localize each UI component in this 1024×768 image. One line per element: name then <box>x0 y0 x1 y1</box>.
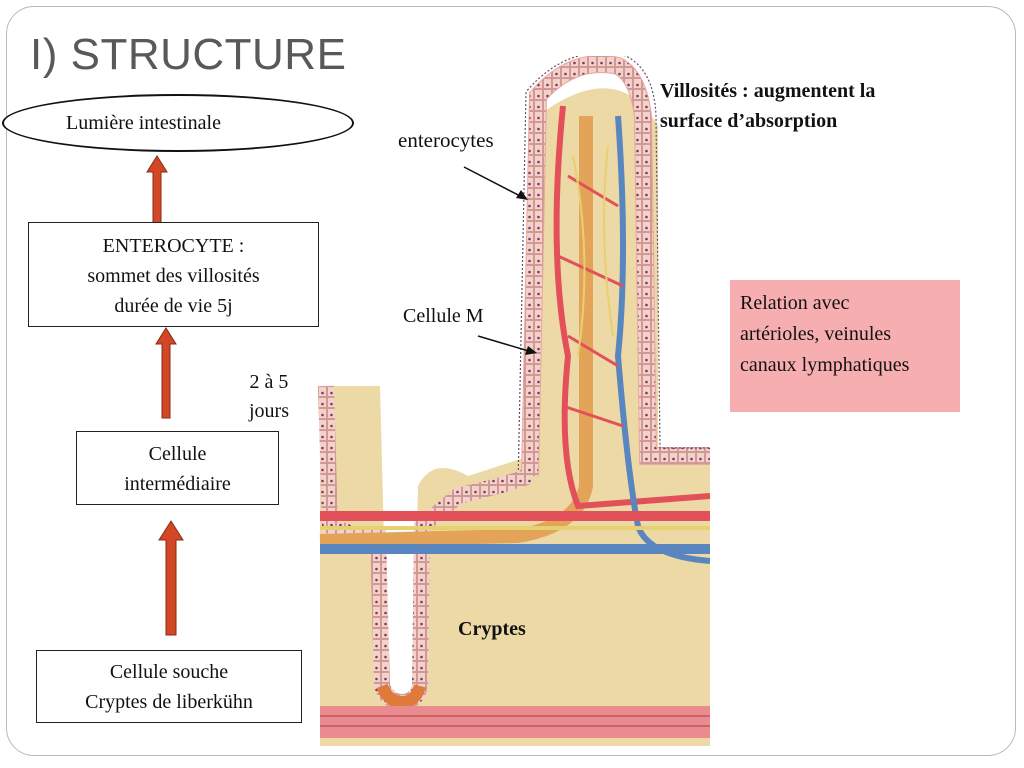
enterocytes-pointer <box>463 166 525 199</box>
villus-illustration <box>318 56 711 746</box>
villosites-line-1: Villosités : augmentent la <box>660 80 876 102</box>
brush-border <box>517 56 710 487</box>
submucosal-nerve <box>320 526 710 530</box>
enterocyte-location: sommet des villosités <box>87 265 260 287</box>
submucosal-artery <box>320 511 710 521</box>
lumen-label: Lumière intestinale <box>66 112 221 134</box>
intermediate-cell-box: Cellule intermédiaire <box>76 431 279 505</box>
relation-note: Relation avec artérioles, veinules canau… <box>730 280 960 412</box>
venule <box>614 115 711 564</box>
enterocytes-arrowhead <box>516 190 528 200</box>
intermediate-line-1: Cellule <box>148 443 207 465</box>
enterocyte-title: ENTEROCYTE : <box>102 235 245 257</box>
villosites-line-2: surface d’absorption <box>660 110 838 132</box>
muscle-fibers <box>320 715 710 727</box>
stem-line-1: Cellule souche <box>109 661 229 683</box>
crypt-base-stem-cells <box>376 683 426 709</box>
page-title: I) STRUCTURE <box>30 30 347 79</box>
cryptes-label: Cryptes <box>458 618 526 640</box>
enterocyte-lifespan: durée de vie 5j <box>114 295 233 317</box>
villosites-label: Villosités : augmentent la surface d’abs… <box>660 76 875 136</box>
cellule-m-arrowhead <box>525 346 537 355</box>
cellule-m-pointer <box>477 335 533 353</box>
villus-enterocytes <box>522 56 710 477</box>
stem-line-2: Cryptes de liberkühn <box>85 691 253 713</box>
lumen-oval: Lumière intestinale <box>2 94 354 152</box>
relation-line-1: Relation avec <box>740 292 850 314</box>
duration-label: 2 à 5 jours <box>249 368 289 426</box>
cellule-m-label: Cellule M <box>403 305 484 327</box>
relation-line-2: artérioles, veinules <box>740 323 892 345</box>
relation-line-3: canaux lymphatiques <box>740 354 910 376</box>
muscularis-mucosae <box>320 706 710 738</box>
up-arrow-2 <box>155 327 177 419</box>
stem-cell-box: Cellule souche Cryptes de liberkühn <box>36 650 302 723</box>
enterocyte-box: ENTEROCYTE : sommet des villosités durée… <box>28 222 319 327</box>
capillary-network <box>557 174 624 428</box>
duration-line-2: jours <box>249 400 289 422</box>
up-arrow-3 <box>158 520 184 636</box>
duration-line-1: 2 à 5 <box>249 371 289 393</box>
intermediate-line-2: intermédiaire <box>124 473 231 495</box>
nerve-fibers <box>572 145 614 357</box>
enterocytes-label: enterocytes <box>398 128 494 152</box>
submucosal-vein <box>320 544 710 554</box>
arteriole <box>553 105 711 510</box>
